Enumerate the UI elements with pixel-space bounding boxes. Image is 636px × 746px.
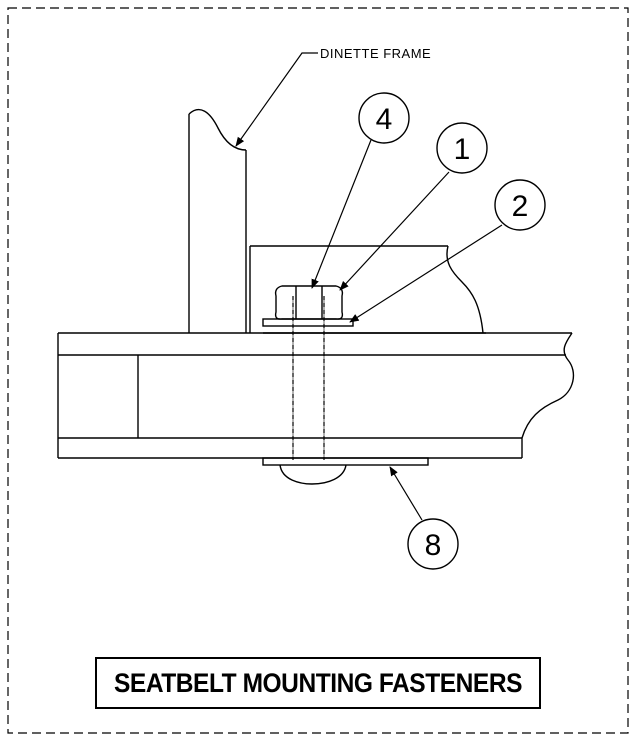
callout-2: 2 [494, 179, 546, 231]
washer [262, 318, 354, 327]
leader-callout-2 [349, 224, 503, 323]
dinette-frame-label: DINETTE FRAME [320, 46, 431, 61]
title-box: SEATBELT MOUNTING FASTENERS [95, 657, 541, 709]
callout-8: 8 [407, 518, 459, 570]
leader-callout-1 [339, 171, 450, 291]
callout-4: 4 [358, 92, 410, 144]
callout-1: 1 [436, 122, 488, 174]
drawing-border [7, 7, 629, 734]
dinette-frame [188, 109, 247, 333]
callout-1-number: 1 [454, 133, 471, 166]
leader-dinette-frame [235, 52, 318, 147]
leader-callout-8 [389, 466, 423, 521]
callout-8-number: 8 [425, 529, 442, 562]
bolt-head [262, 457, 429, 485]
hex-nut [274, 285, 344, 320]
callout-4-number: 4 [376, 103, 393, 136]
floor-member [57, 332, 575, 459]
drawing-title: SEATBELT MOUNTING FASTENERS [114, 668, 522, 698]
bolt-shank [292, 296, 325, 460]
callout-2-number: 2 [512, 190, 529, 223]
leader-lines [235, 52, 503, 521]
mounting-bracket [249, 245, 484, 334]
leader-callout-4 [311, 139, 372, 289]
